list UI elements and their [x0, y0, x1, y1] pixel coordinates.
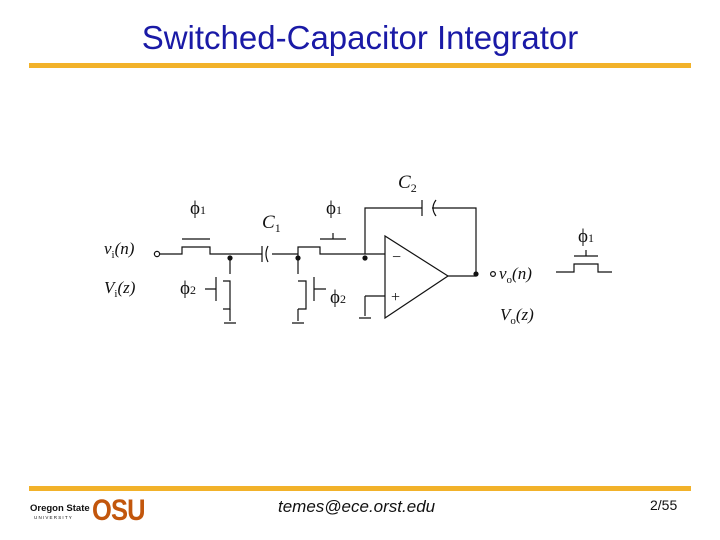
phi1-label-right: ϕ1: [578, 226, 594, 247]
switch-right: [556, 250, 612, 273]
switch-s2-gate: [205, 277, 217, 301]
logo-sub: UNIVERSITY: [34, 515, 74, 520]
phi2-label-s2: ϕ2: [180, 278, 196, 299]
output-vo-z: Vo(z): [500, 305, 534, 327]
c1-label: C1: [262, 212, 281, 235]
output-terminal: [490, 271, 497, 278]
output-vo-n: vo(n): [499, 264, 532, 286]
input-terminal: [153, 250, 161, 258]
title-divider: [29, 63, 691, 68]
switch-s3-gate: [320, 233, 346, 240]
logo-mark: OSU: [92, 494, 146, 527]
page-number: 2/55: [650, 497, 678, 513]
switch-s4-gate: [313, 277, 326, 301]
slide-title: Switched-Capacitor Integrator: [141, 19, 579, 56]
switch-s4-channel: [297, 254, 307, 310]
switch-s2-channel: [223, 258, 231, 310]
opamp-plus-wire: [359, 295, 385, 319]
logo-name: Oregon State: [30, 503, 90, 514]
phi2-label-s4: ϕ2: [330, 287, 346, 308]
osu-logo: Oregon State UNIVERSITY OSU: [30, 494, 146, 528]
circuit-diagram: ϕ1 ϕ2 ϕ1 ϕ2 ϕ1 C1 C2 − + vi(n) Vi(z) vo(…: [104, 172, 612, 327]
node-d: [473, 271, 479, 277]
footer-divider: [29, 486, 691, 491]
phi1-label-s1: ϕ1: [190, 198, 206, 219]
node-b: [295, 255, 301, 261]
opamp-minus-label: −: [392, 249, 401, 266]
opamp: [384, 234, 450, 320]
ground-s4: [292, 309, 304, 324]
phi1-label-s3: ϕ1: [326, 198, 342, 219]
switch-s3-channel: [297, 246, 365, 255]
input-vi-z: Vi(z): [104, 278, 136, 300]
input-vi-n: vi(n): [104, 239, 135, 261]
capacitor-c1: [261, 246, 298, 262]
feedback-wire: [364, 207, 477, 276]
ground-s2: [224, 309, 236, 324]
opamp-plus-label: +: [391, 289, 400, 306]
input-wire: [160, 246, 262, 255]
c2-label: C2: [398, 172, 417, 195]
node-c: [362, 255, 368, 261]
node-a: [227, 255, 233, 261]
footer-email: temes@ece.orst.edu: [278, 497, 436, 516]
